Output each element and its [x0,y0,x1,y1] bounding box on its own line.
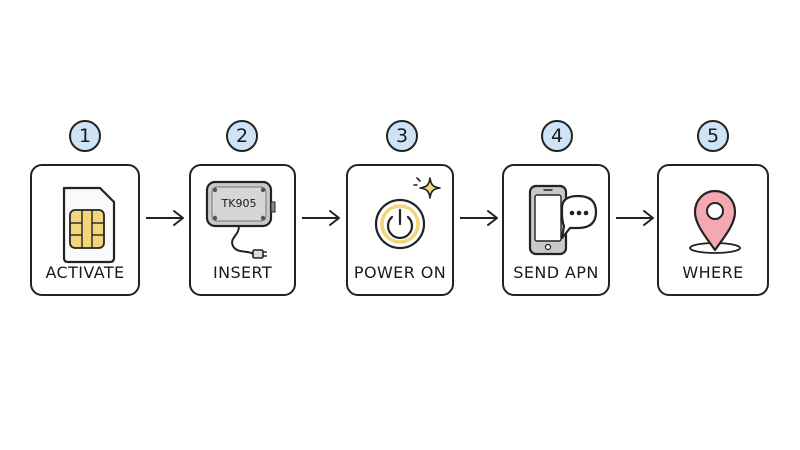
arrow-right-icon [460,210,498,226]
arrow-right-icon [146,210,184,226]
step-2-label: INSERT [212,263,273,282]
step-1-number: 1 [78,125,92,147]
step-3-number-badge: 3 [386,120,418,152]
step-1-card: ACTIVATE [30,164,140,296]
sparkle-icon [413,177,441,199]
location-pin-icon [689,189,741,254]
phone-message-icon [528,184,598,256]
step-2-number-badge: 2 [226,120,258,152]
step-4-number-badge: 4 [541,120,573,152]
arrow-right-icon [302,210,340,226]
step-4-label: SEND APN [513,263,599,282]
step-4-number: 4 [550,125,564,147]
step-3-number: 3 [395,125,409,147]
device-model-text: TK905 [221,197,257,210]
step-2-number: 2 [235,125,249,147]
power-button-icon [374,198,426,250]
step-3-label: POWER ON [353,263,447,282]
step-2-card: TK905 INSERT [189,164,296,296]
step-1-label: ACTIVATE [45,263,125,282]
sim-card-icon [62,186,116,264]
step-5-number: 5 [706,125,720,147]
gps-tracker-device-icon [205,180,276,259]
step-4-card: SEND APN [502,164,610,296]
step-5-number-badge: 5 [697,120,729,152]
step-5-label: WHERE [682,263,744,282]
arrow-right-icon [616,210,654,226]
step-5-card: WHERE [657,164,769,296]
step-3-card: POWER ON [346,164,454,296]
step-1-number-badge: 1 [69,120,101,152]
